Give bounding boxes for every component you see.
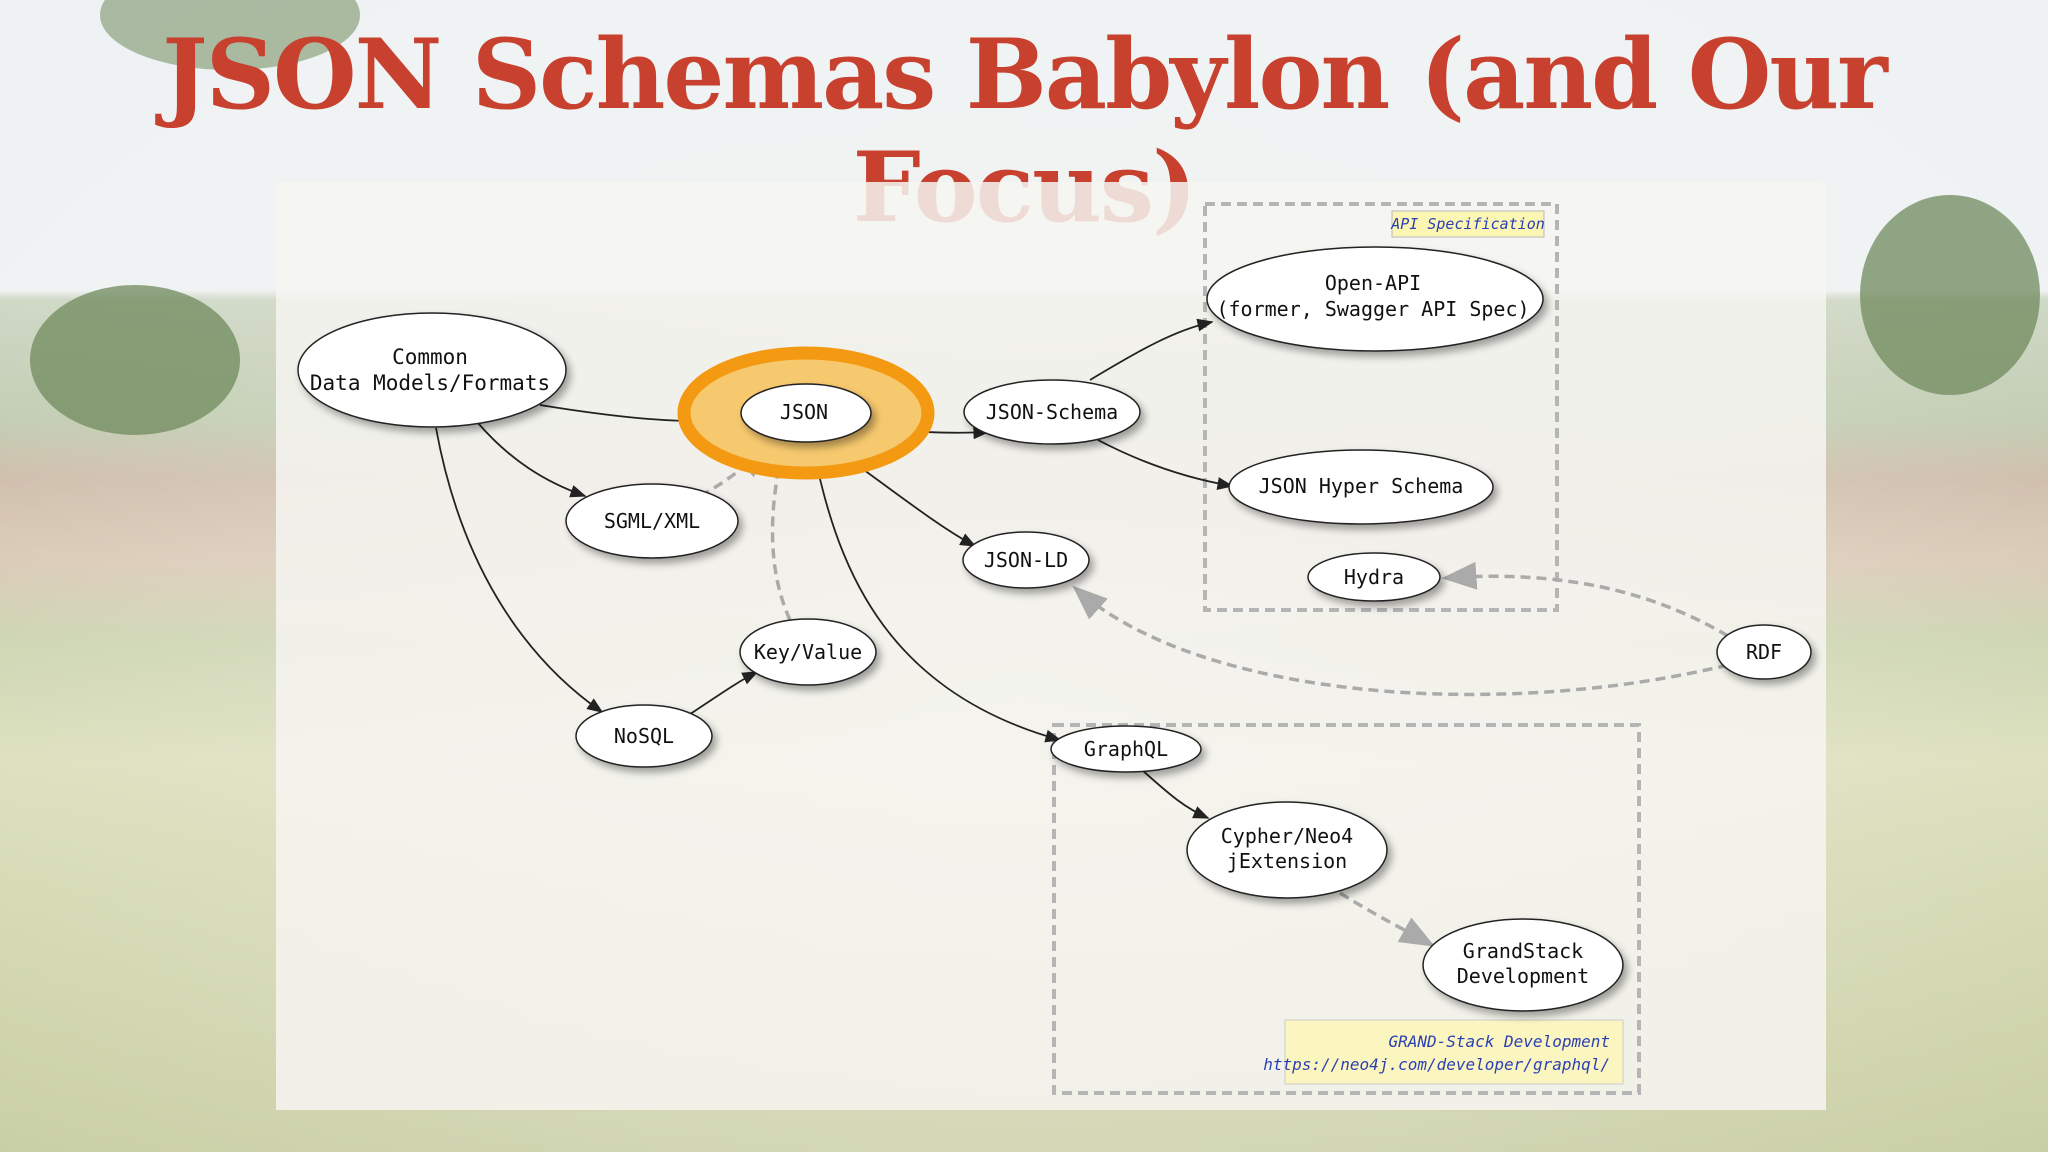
node-hydra-label: Hydra — [1344, 565, 1404, 589]
grand-note-line2: https://neo4j.com/developer/graphql/ — [1263, 1055, 1610, 1074]
api-spec-label: API Specification — [1390, 215, 1545, 233]
node-keyvalue-label: Key/Value — [754, 640, 862, 664]
edge-cypher-grandstack — [1339, 891, 1436, 947]
api-spec-label-bg — [1391, 210, 1545, 238]
node-hydra — [1307, 552, 1441, 602]
node-cypher-label-2: jExtension — [1227, 849, 1347, 873]
node-jsonschema — [963, 379, 1141, 445]
edge-rdf-hydra — [1441, 561, 1729, 638]
node-jsonschema-label: JSON-Schema — [986, 400, 1118, 424]
edge-sgml-json — [699, 443, 771, 498]
node-graphql — [1050, 725, 1202, 773]
edge-graphql-cypher — [1141, 769, 1210, 819]
node-sgml — [565, 483, 739, 559]
node-grandstack-label-1: GrandStack — [1463, 939, 1583, 963]
graphql-group — [1052, 723, 1641, 1095]
edge-common-nosql — [435, 427, 604, 713]
background-tree-right — [1860, 195, 2040, 395]
api-spec-group — [1203, 202, 1559, 612]
node-json-label: JSON — [780, 400, 828, 424]
node-grandstack — [1422, 918, 1624, 1012]
node-grandstack-label-2: Development — [1457, 964, 1589, 988]
node-common — [297, 312, 567, 428]
node-openapi — [1206, 246, 1544, 352]
node-hyperschema-label: JSON Hyper Schema — [1259, 474, 1464, 498]
node-common-label-1: Common — [392, 345, 468, 369]
node-nosql — [575, 704, 713, 768]
edge-rdf-jsonld — [1072, 585, 1729, 697]
node-jsonld-label: JSON-LD — [984, 548, 1068, 572]
node-json — [740, 383, 872, 443]
node-nosql-label: NoSQL — [614, 724, 674, 748]
edge-jsonschema-openapi — [1089, 318, 1214, 381]
edge-json-graphql — [811, 441, 1062, 743]
node-rdf-label: RDF — [1746, 640, 1782, 664]
node-sgml-label: SGML/XML — [604, 509, 700, 533]
node-cypher — [1186, 801, 1388, 899]
node-common-label-2: Data Models/Formats — [310, 371, 550, 395]
node-openapi-label-1: Open-API — [1325, 271, 1421, 295]
grand-note-box — [1284, 1019, 1624, 1085]
node-openapi-label-2: (former, Swagger API Spec) — [1216, 297, 1529, 321]
node-cypher-label-1: Cypher/Neo4 — [1221, 824, 1353, 848]
grand-note-line1: GRAND-Stack Development — [1388, 1032, 1610, 1051]
edge-jsonschema-hyperschema — [1097, 439, 1234, 490]
node-keyvalue — [739, 618, 877, 686]
node-graphql-label: GraphQL — [1084, 737, 1168, 761]
node-hyperschema — [1228, 449, 1494, 525]
background-tree-left — [30, 285, 240, 435]
edge-common-sgml — [477, 422, 587, 498]
node-rdf — [1716, 624, 1812, 680]
node-jsonld — [962, 531, 1090, 589]
